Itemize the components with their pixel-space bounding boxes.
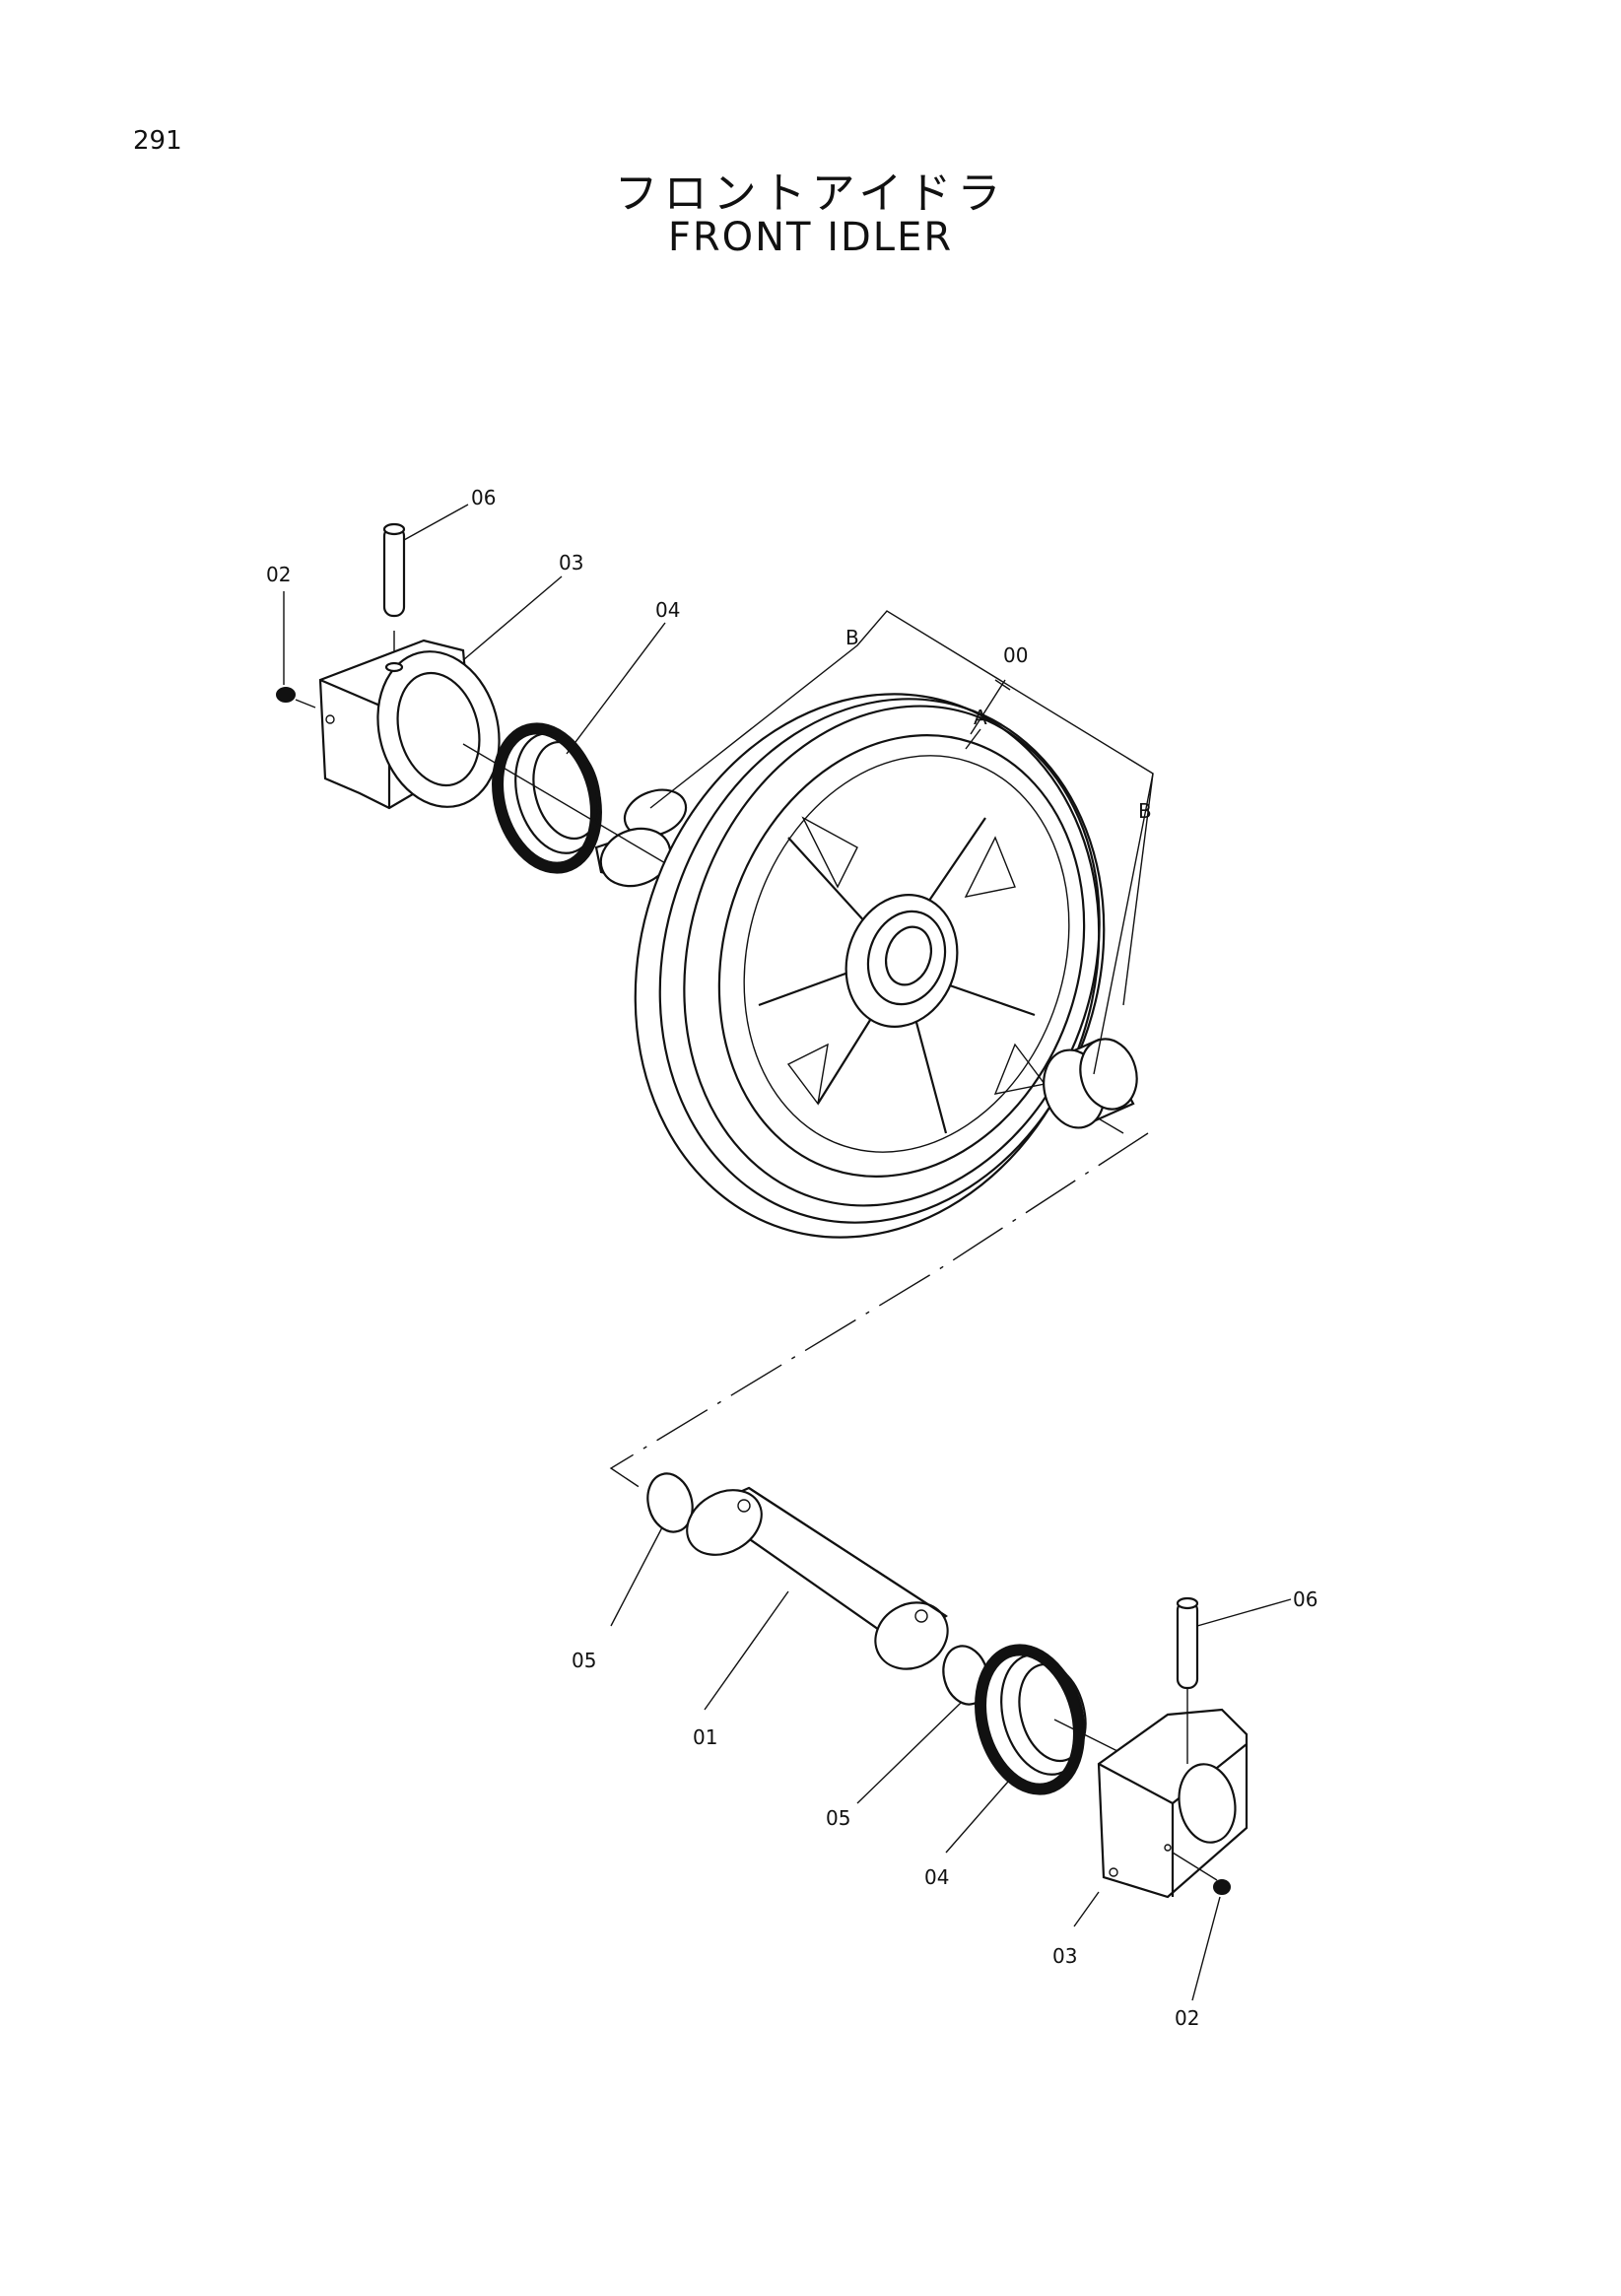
callout-06-bottom: 06 <box>1293 1587 1317 1611</box>
bottom-seal-04 <box>975 1644 1087 1795</box>
top-bushing <box>594 788 688 888</box>
leader-b-group <box>649 610 1154 1075</box>
shaft-01 <box>686 1486 949 1670</box>
callout-05-left: 05 <box>572 1649 596 1672</box>
callout-03-bottom: 03 <box>1052 1944 1077 1968</box>
centerline <box>609 1132 1149 1509</box>
page-number: 291 <box>133 126 182 156</box>
callout-06-top: 06 <box>471 486 496 509</box>
callout-02-top: 02 <box>266 563 291 586</box>
callout-b-top: B <box>845 626 859 649</box>
leader-b-frame <box>1122 773 1154 1006</box>
left-oring-05 <box>646 1472 694 1533</box>
top-pin-06 <box>382 522 406 660</box>
callout-03-top: 03 <box>559 551 583 574</box>
title-japanese: フロントアイドラ <box>614 169 1007 219</box>
top-bracket-03 <box>318 639 501 810</box>
callout-01: 01 <box>693 1725 717 1749</box>
callout-02-bottom: 02 <box>1175 2006 1199 2030</box>
callout-04-top: 04 <box>655 598 680 622</box>
top-plug-02 <box>276 687 316 709</box>
idler-wheel-00 <box>634 693 1106 1239</box>
callout-04-bottom: 04 <box>924 1865 949 1889</box>
bottom-plug-02 <box>1172 1852 1231 1895</box>
bottom-pin-06 <box>1176 1596 1199 1764</box>
title-english: FRONT IDLER <box>667 215 954 260</box>
callout-b-right: B <box>1138 799 1152 823</box>
callout-00: 00 <box>1003 643 1028 667</box>
top-seal-04 <box>492 722 602 874</box>
callout-05-mid: 05 <box>826 1806 850 1830</box>
bottom-bracket-03 <box>1097 1708 1249 1899</box>
callout-a: A <box>974 706 987 729</box>
leader-lines <box>283 504 1292 2001</box>
right-bushing <box>1043 1038 1138 1129</box>
